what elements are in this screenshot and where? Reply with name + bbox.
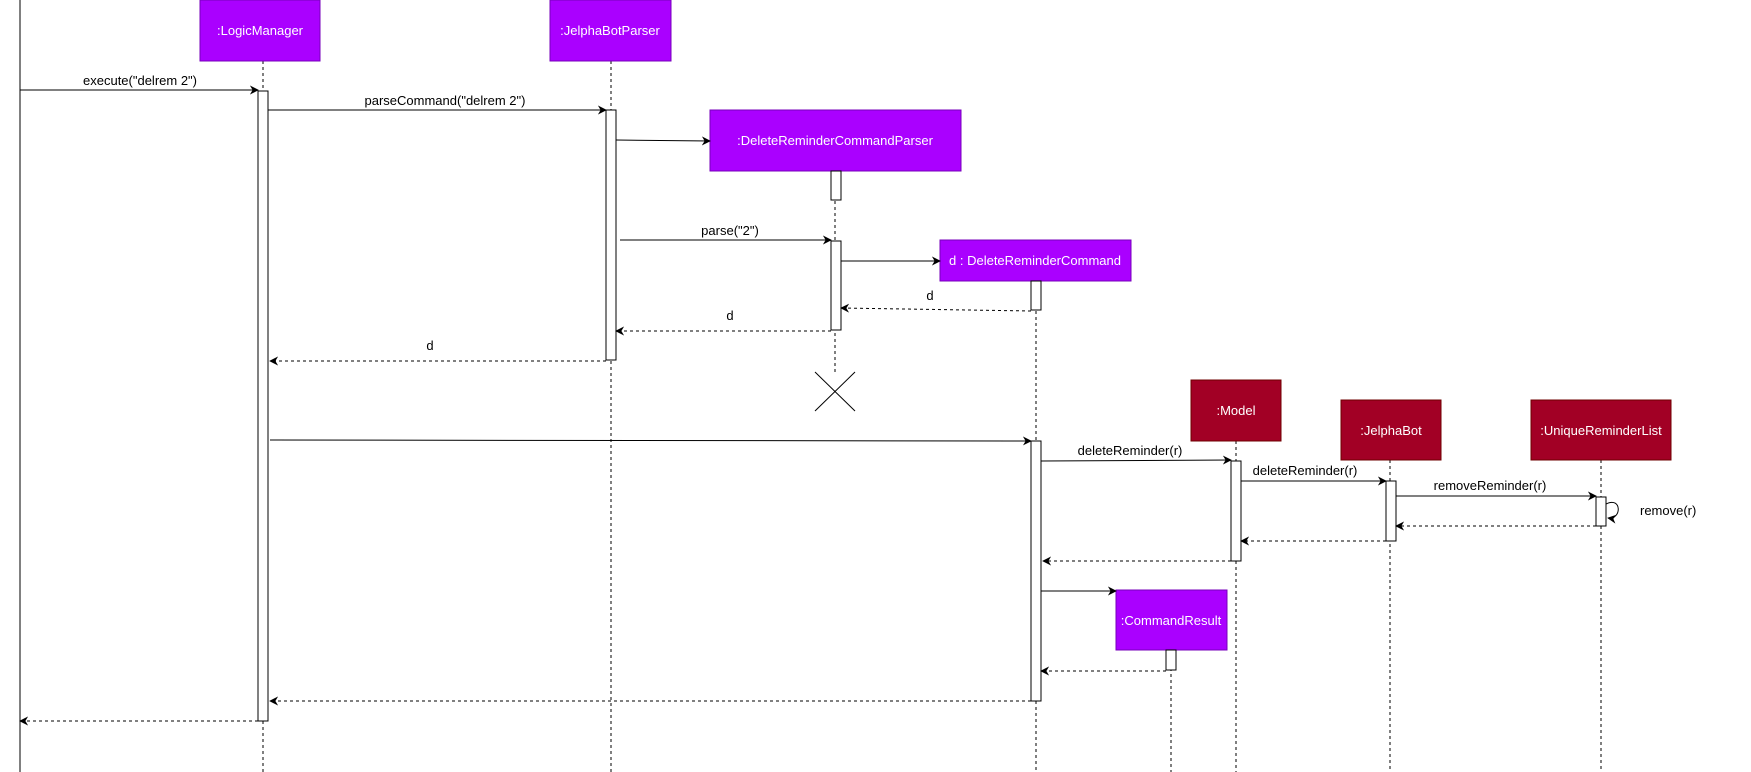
svg-text::DeleteReminderCommandParser: :DeleteReminderCommandParser xyxy=(737,133,933,148)
message-parse: parse("2") xyxy=(620,223,832,245)
svg-text:d: d xyxy=(726,308,733,323)
svg-text:deleteReminder(r): deleteReminder(r) xyxy=(1253,463,1358,478)
svg-text:d : DeleteReminderCommand: d : DeleteReminderCommand xyxy=(949,253,1121,268)
return-d-from-command: d xyxy=(840,288,1032,313)
activation-command-execute xyxy=(1030,440,1042,702)
svg-text:execute("delrem 2"): execute("delrem 2") xyxy=(83,73,197,88)
svg-text::Model: :Model xyxy=(1216,403,1255,418)
activation-command-result xyxy=(1165,649,1177,671)
message-remove-reminder: removeReminder(r) xyxy=(1396,478,1597,501)
activation-unique-reminder-list xyxy=(1595,496,1607,527)
participant-logic-manager: :LogicManager xyxy=(199,0,321,62)
message-execute-command xyxy=(269,436,1032,446)
participant-command-result: :CommandResult xyxy=(1115,589,1228,651)
svg-text:d: d xyxy=(926,288,933,303)
activation-jelphabot-parser xyxy=(605,109,617,361)
message-execute: execute("delrem 2") xyxy=(20,73,259,95)
participant-jelphabot: :JelphaBot xyxy=(1340,399,1442,461)
svg-text::CommandResult: :CommandResult xyxy=(1121,613,1222,628)
svg-text:remove(r): remove(r) xyxy=(1640,503,1696,518)
message-create-parser xyxy=(615,136,711,146)
svg-text:d: d xyxy=(426,338,433,353)
activation-jelphabot xyxy=(1385,480,1397,542)
svg-text:deleteReminder(r): deleteReminder(r) xyxy=(1078,443,1183,458)
participant-delete-reminder-command: d : DeleteReminderCommand xyxy=(939,239,1132,282)
svg-text::JelphaBot: :JelphaBot xyxy=(1360,423,1422,438)
activation-model xyxy=(1230,460,1242,562)
participant-model: :Model xyxy=(1190,379,1282,442)
activation-command-creation xyxy=(1030,280,1042,311)
participant-unique-reminder-list: :UniqueReminderList xyxy=(1530,399,1672,461)
svg-text::LogicManager: :LogicManager xyxy=(217,23,304,38)
participant-delete-reminder-command-parser: :DeleteReminderCommandParser xyxy=(709,109,962,172)
activation-logic-manager xyxy=(257,90,269,722)
svg-text::UniqueReminderList: :UniqueReminderList xyxy=(1540,423,1662,438)
message-delete-reminder-model: deleteReminder(r) xyxy=(1040,443,1232,465)
svg-text:parse("2"): parse("2") xyxy=(701,223,759,238)
destroy-mark-icon xyxy=(814,371,856,412)
message-remove-self: remove(r) xyxy=(1605,501,1696,524)
activation-parser-parse xyxy=(830,240,842,331)
message-delete-reminder-jelphabot: deleteReminder(r) xyxy=(1241,463,1387,486)
return-d-from-jelphabot-parser: d xyxy=(269,338,606,366)
svg-text:parseCommand("delrem 2"): parseCommand("delrem 2") xyxy=(365,93,526,108)
participant-jelphabot-parser: :JelphaBotParser xyxy=(549,0,672,62)
svg-text:removeReminder(r): removeReminder(r) xyxy=(1434,478,1547,493)
activation-parser-creation xyxy=(830,170,842,201)
message-parse-command: parseCommand("delrem 2") xyxy=(268,93,607,115)
svg-text::JelphaBotParser: :JelphaBotParser xyxy=(560,23,660,38)
return-d-from-parser: d xyxy=(615,308,831,336)
